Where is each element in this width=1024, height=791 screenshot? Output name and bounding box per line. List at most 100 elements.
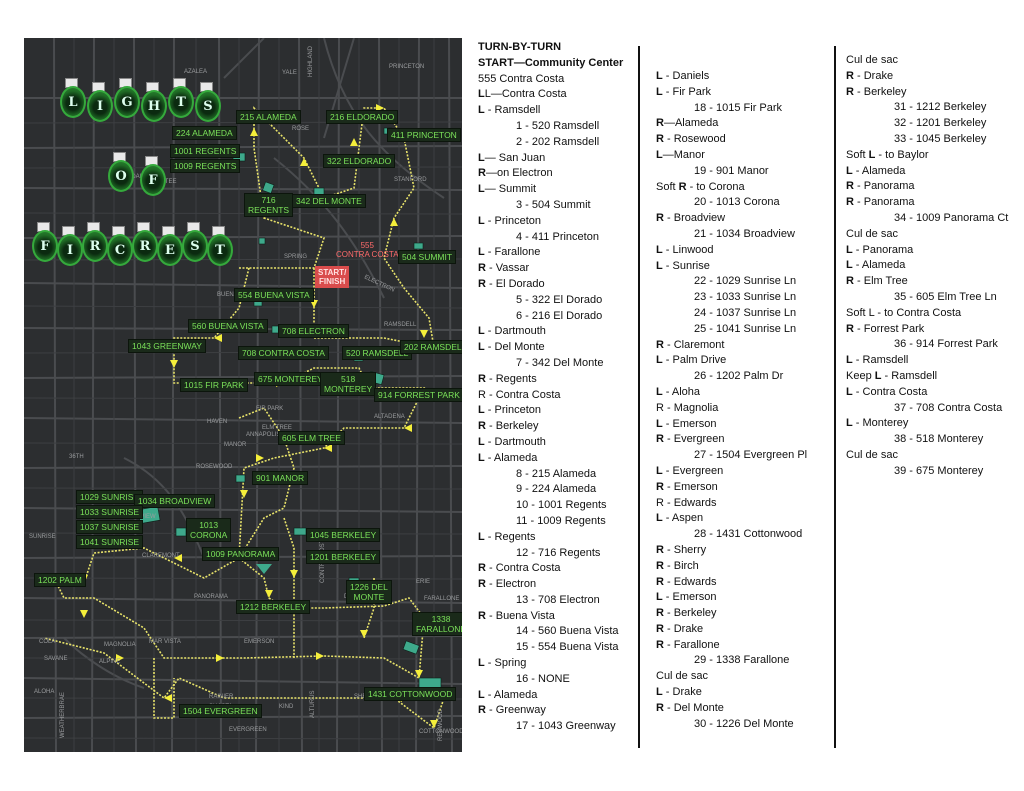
direction-step: L - Dartmouth [478,435,623,451]
stop-entry: 16 - NONE [478,672,623,688]
direction-step: Keep L - Ramsdell [846,369,1008,385]
house-label[interactable]: 224 ALAMEDA [172,126,237,140]
turn-letter: R [656,607,664,620]
house-label[interactable]: 1037 SUNRISE [76,520,144,534]
stop-entry: 7 - 342 Del Monte [478,356,623,372]
stop-entry: 14 - 560 Buena Vista [478,624,623,640]
turn-letter: L [656,464,663,477]
house-label[interactable]: 1043 GREENWAY [128,339,206,353]
start-finish-badge: START/FINISH [315,266,350,288]
house-label[interactable]: 914 FORREST PARK [374,388,462,402]
turn-letter: L [656,70,663,82]
stop-entry: 33 - 1045 Berkeley [846,132,1008,148]
direction-text: Cul de sac [846,54,898,66]
direction-text: 10 - 1001 Regents [516,499,607,512]
direction-step: R - Evergreen [656,432,807,448]
direction-step: L - Linwood [656,243,807,259]
turn-letter: R [478,578,486,591]
house-label[interactable]: 901 MANOR [252,471,309,485]
direction-step: Cul de sac [846,227,1008,243]
direction-step: L - Alameda [846,164,1008,180]
house-label[interactable]: 504 SUMMIT [398,250,457,264]
title-bulb: S [195,90,221,122]
direction-step: R - Edwards [656,575,807,591]
direction-text: L—Contra Costa [484,88,567,101]
direction-text: TURN-BY-TURN [478,41,562,53]
direction-text: - Fir Park [662,85,712,98]
house-label[interactable]: 708 ELECTRON [278,324,349,338]
title-bulb: G [114,86,140,118]
house-label[interactable]: 605 ELM TREE [278,431,345,445]
house-label[interactable]: 1212 BERKELEY [236,600,311,614]
direction-text: 18 - 1015 Fir Park [694,101,783,114]
direction-step: R - Claremont [656,338,807,354]
stop-entry: 30 - 1226 Del Monte [656,717,807,733]
direction-text: 22 - 1029 Sunrise Ln [694,275,797,288]
turn-letter: L [656,512,663,525]
house-label[interactable]: 1431 COTTONWOOD [364,687,457,701]
direction-text: —Manor [662,148,705,161]
title-bulb: I [57,234,83,266]
direction-text: 6 - 216 El Dorado [516,309,603,322]
direction-text: 36 - 914 Forrest Park [894,338,998,351]
house-label[interactable]: 1041 SUNRISE [76,535,144,549]
house-label[interactable]: 342 DEL MONTE [292,194,366,208]
house-label[interactable]: 1033 SUNRISE [76,505,144,519]
direction-step: L - Ramsdell [478,103,623,119]
direction-step: R - Magnolia [656,401,807,417]
house-label[interactable]: 708 CONTRA COSTA [238,346,329,360]
street-emerson: EMERSON [244,639,274,645]
house-label[interactable]: 560 BUENA VISTA [188,319,268,333]
stop-entry: 38 - 518 Monterey [846,432,1008,448]
house-label[interactable]: 1045 BERKELEY [306,528,381,542]
direction-text: - Claremont [663,338,725,351]
direction-step: R - Elm Tree [846,274,1008,290]
direction-text: - Evergreen [662,464,724,477]
turn-letter: R [846,180,854,193]
street-panorama: PANORAMA [194,594,228,600]
house-label[interactable]: 675 MONTEREY [254,372,327,386]
direction-step: R - Panorama [846,195,1008,211]
direction-text: - Emerson [662,591,717,604]
turn-letter: L [846,417,853,430]
direction-text: - Rosewood [663,133,726,146]
house-label[interactable]: 322 ELDORADO [323,154,396,168]
turn-letter: R [478,277,486,290]
house-label[interactable]: 1001 REGENTS [170,144,241,158]
street-stanford: STANFORD [394,177,427,183]
street-savane: SAVANE [44,656,67,662]
turn-letter: R [656,133,664,146]
house-label[interactable]: 1015 FIR PARK [180,378,248,392]
house-label[interactable]: 554 BUENA VISTA [234,288,314,302]
house-label[interactable]: 202 RAMSDELL [400,340,462,354]
stop-entry: 5 - 322 El Dorado [478,293,623,309]
house-label[interactable]: 1504 EVERGREEN [179,704,262,718]
house-label[interactable]: 1009 REGENTS [170,159,241,173]
house-label[interactable]: 1029 SUNRISE [76,490,144,504]
house-label[interactable]: 411 PRINCETON [387,128,461,142]
house-label[interactable]: 215 ALAMEDA [236,110,301,124]
direction-text: - Regents [484,530,536,543]
direction-step: R - Broadview [656,211,807,227]
direction-step: L - Contra Costa [846,385,1008,401]
stop-entry: 25 - 1041 Sunrise Ln [656,322,807,338]
turn-letter: R [656,212,664,225]
direction-text: 1 - 520 Ramsdell [516,119,600,132]
direction-text: - Spring [484,657,527,670]
street-azalea: AZALEA [184,69,207,75]
house-label[interactable]: 1034 BROADVIEW [134,494,216,508]
direction-text: - Drake [662,686,702,699]
house-label[interactable]: 216 ELDORADO [326,110,399,124]
direction-text: - Birch [663,559,699,572]
turn-letter: R [656,117,664,130]
house-label[interactable]: 1202 PALM [34,573,86,587]
route-map[interactable]: AZALEA YALE HIGHLAND PRINCETON 11TH TEE … [24,38,462,752]
direction-step: LL—Contra Costa [478,87,623,103]
house-label[interactable]: 1009 PANORAMA [202,547,280,561]
house-label[interactable]: 1201 BERKELEY [306,550,381,564]
